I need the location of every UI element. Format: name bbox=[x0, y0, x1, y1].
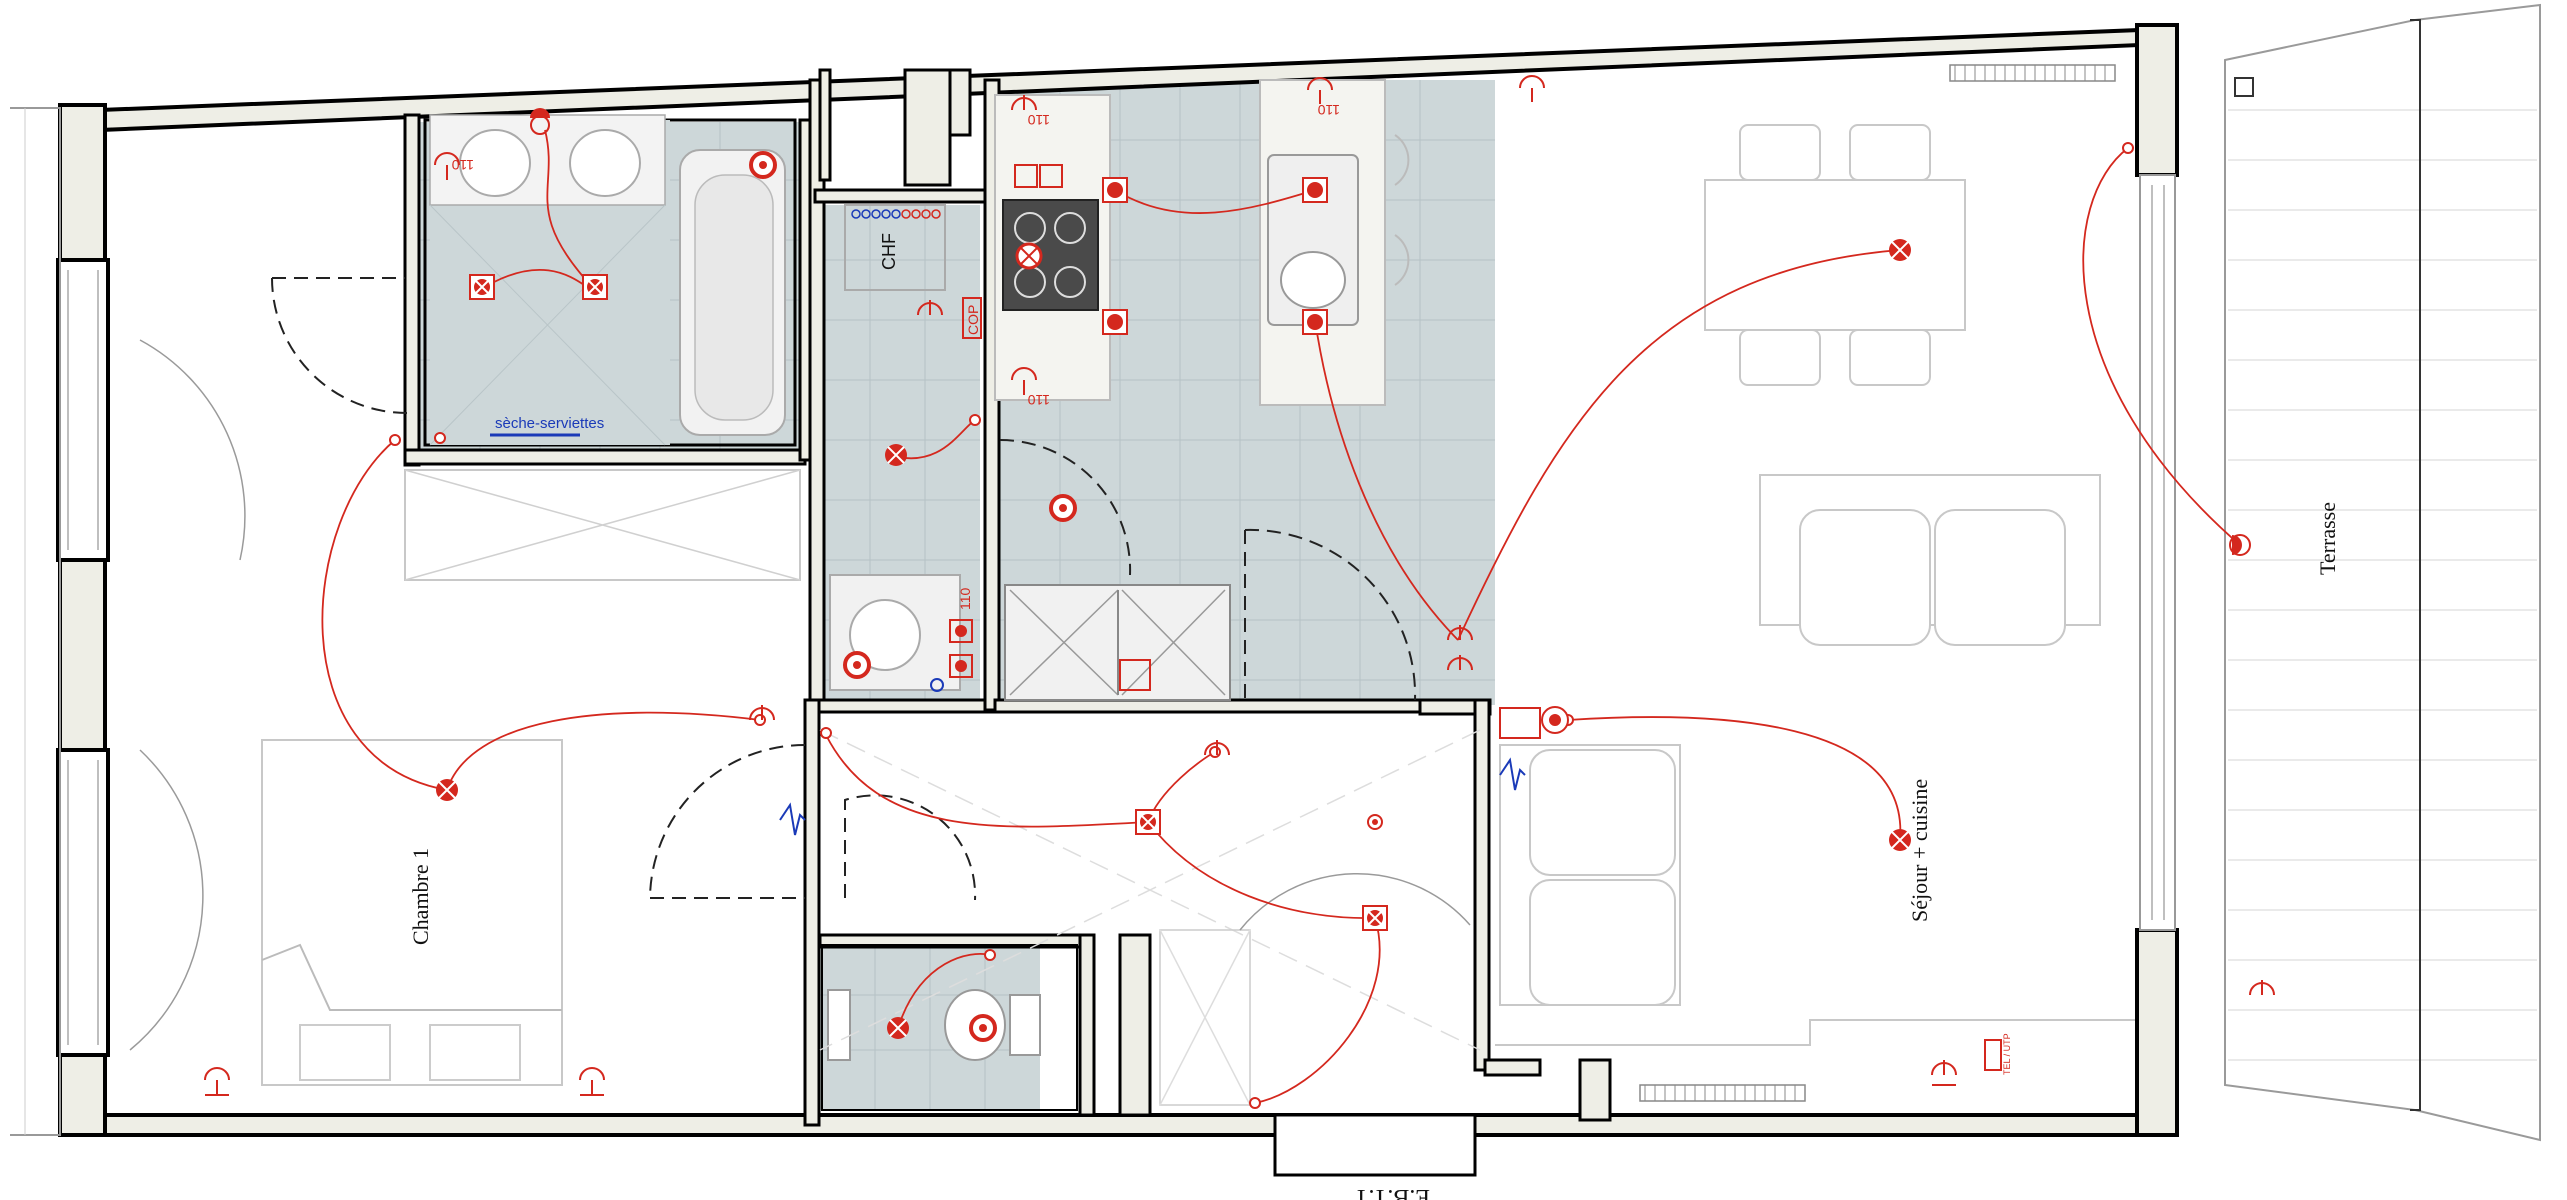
socket-icon bbox=[1931, 1060, 1957, 1086]
light-point-icon bbox=[436, 779, 458, 801]
radiator-label: sèche-serviettes bbox=[495, 415, 604, 432]
bed bbox=[261, 739, 563, 1086]
switch-icon bbox=[1249, 1097, 1261, 1109]
wall-light-icon bbox=[969, 1014, 997, 1042]
switch-icon bbox=[2122, 142, 2134, 154]
switch-icon bbox=[1209, 746, 1221, 758]
svg-text:110: 110 bbox=[1317, 102, 1340, 118]
dining-table bbox=[1704, 179, 1966, 331]
light-point-icon bbox=[885, 444, 907, 466]
socket-icon bbox=[1519, 75, 1545, 102]
light-point-icon bbox=[1889, 239, 1911, 261]
socket-icon bbox=[1011, 367, 1037, 395]
switch-icon bbox=[434, 432, 446, 444]
electrical-wiring bbox=[321, 129, 2241, 1104]
svg-text:110: 110 bbox=[451, 157, 474, 173]
socket-icon bbox=[749, 705, 775, 721]
socket-icon bbox=[579, 1067, 605, 1096]
switch-icon bbox=[969, 414, 981, 426]
svg-text:110: 110 bbox=[957, 587, 973, 610]
room-label-chambre: Chambre 1 bbox=[408, 848, 433, 945]
boiler-indicators bbox=[851, 209, 901, 219]
chf-label: CHF bbox=[879, 233, 899, 270]
light-point-icon bbox=[1102, 309, 1128, 335]
kitchen: CHF bbox=[829, 79, 1410, 701]
circuit-labels: 110 110 110 110 110 COP TEL / UTP bbox=[451, 102, 2012, 1075]
socket-icon bbox=[434, 152, 460, 180]
door-swings bbox=[271, 277, 1471, 931]
washbasin-left bbox=[459, 129, 531, 197]
socket-icon bbox=[1204, 740, 1230, 756]
light-point-icon bbox=[1102, 177, 1128, 203]
socket-icon bbox=[917, 300, 943, 316]
light-point-icon bbox=[469, 274, 495, 300]
wall-light-icon bbox=[1049, 494, 1077, 522]
socket-icon bbox=[2249, 980, 2275, 996]
light-point-icon bbox=[582, 274, 608, 300]
light-points bbox=[436, 177, 1911, 1039]
switch-icon bbox=[984, 949, 996, 961]
living-furniture bbox=[1495, 64, 2135, 1102]
cop-label: COP bbox=[965, 305, 981, 335]
switch-icon bbox=[754, 714, 766, 726]
bedroom-furniture bbox=[129, 339, 801, 1086]
socket-icon bbox=[1447, 625, 1473, 641]
tel-label: TEL / UTP bbox=[2002, 1033, 2012, 1075]
sockets bbox=[204, 75, 2275, 1096]
socket-icon bbox=[1307, 77, 1333, 104]
switch-icon bbox=[820, 727, 832, 739]
switch-icon bbox=[389, 434, 401, 446]
wall-light-icon bbox=[843, 651, 871, 679]
radiator-south bbox=[1639, 1084, 1806, 1102]
light-point-icon bbox=[1302, 309, 1328, 335]
light-point-icon bbox=[1302, 177, 1328, 203]
ebt-label: E.B.T.T bbox=[1353, 1184, 1430, 1200]
washbasin-right bbox=[569, 129, 641, 197]
wall-light-icon bbox=[530, 108, 550, 135]
room-label-sejour: Séjour + cuisine bbox=[1907, 779, 1932, 922]
light-point-icon bbox=[1362, 905, 1388, 931]
outer-walls bbox=[10, 23, 2179, 1137]
room-label-terrasse: Terrasse bbox=[2315, 502, 2340, 575]
wall-light-icon bbox=[749, 151, 777, 179]
wall-lights bbox=[530, 108, 2251, 1042]
terrace bbox=[2224, 3, 2541, 1142]
wall-light-icon bbox=[2229, 534, 2251, 556]
socket-icon bbox=[1011, 95, 1037, 111]
radiator-north bbox=[1949, 64, 2116, 82]
washing-machine bbox=[849, 599, 921, 671]
svg-text:110: 110 bbox=[1027, 112, 1050, 128]
light-point-icon bbox=[1367, 814, 1383, 830]
light-point-icon bbox=[1135, 809, 1161, 835]
thermostat-icon bbox=[949, 619, 973, 643]
socket-icon bbox=[204, 1067, 230, 1096]
light-point-icon bbox=[1889, 829, 1911, 851]
wall-light-icon bbox=[1015, 242, 1043, 270]
socket-icon bbox=[1447, 655, 1473, 671]
svg-text:110: 110 bbox=[1027, 392, 1050, 408]
light-point-icon bbox=[887, 1017, 909, 1039]
blue-symbols bbox=[779, 678, 1526, 836]
